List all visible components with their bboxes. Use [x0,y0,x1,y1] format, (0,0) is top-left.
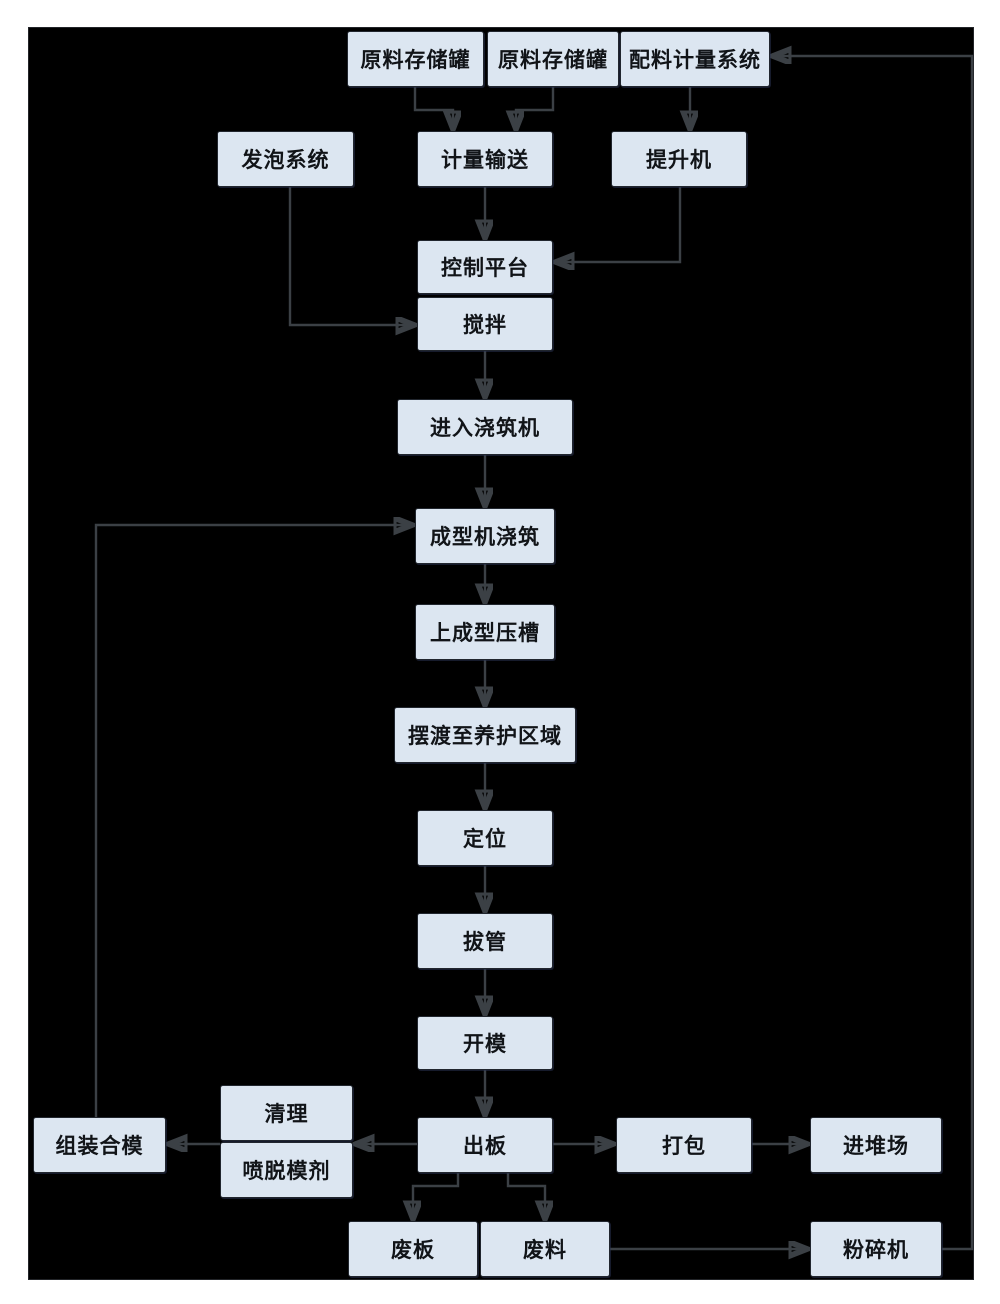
node-positioning[interactable]: 定位 [417,810,553,866]
node-batch_metering[interactable]: 配料计量系统 [620,31,770,87]
node-enter_caster[interactable]: 进入浇筑机 [397,399,573,455]
node-mixing[interactable]: 搅拌 [417,297,553,351]
node-assemble_mold[interactable]: 组装合模 [33,1117,166,1173]
node-raw_tank_2[interactable]: 原料存储罐 [487,31,619,87]
node-ferry_curing[interactable]: 摆渡至养护区域 [394,707,576,763]
node-control_platform[interactable]: 控制平台 [417,240,553,294]
node-stockyard[interactable]: 进堆场 [810,1117,942,1173]
node-crusher[interactable]: 粉碎机 [810,1221,942,1277]
node-former_casting[interactable]: 成型机浇筑 [415,508,555,564]
node-raw_tank_1[interactable]: 原料存储罐 [347,31,484,87]
node-plate_out[interactable]: 出板 [417,1117,553,1173]
node-elevator[interactable]: 提升机 [611,131,747,187]
node-metering_conv[interactable]: 计量输送 [417,131,553,187]
node-demold[interactable]: 开模 [417,1016,553,1070]
node-waste_material[interactable]: 废料 [480,1221,610,1277]
node-packing[interactable]: 打包 [616,1117,752,1173]
node-cleaning[interactable]: 清理 [220,1085,353,1141]
node-pull_tube[interactable]: 拔管 [417,913,553,969]
node-form_press[interactable]: 上成型压槽 [415,604,555,660]
node-foaming_system[interactable]: 发泡系统 [217,131,354,187]
node-spray_release[interactable]: 喷脱模剂 [220,1142,353,1198]
node-waste_plate[interactable]: 废板 [348,1221,478,1277]
